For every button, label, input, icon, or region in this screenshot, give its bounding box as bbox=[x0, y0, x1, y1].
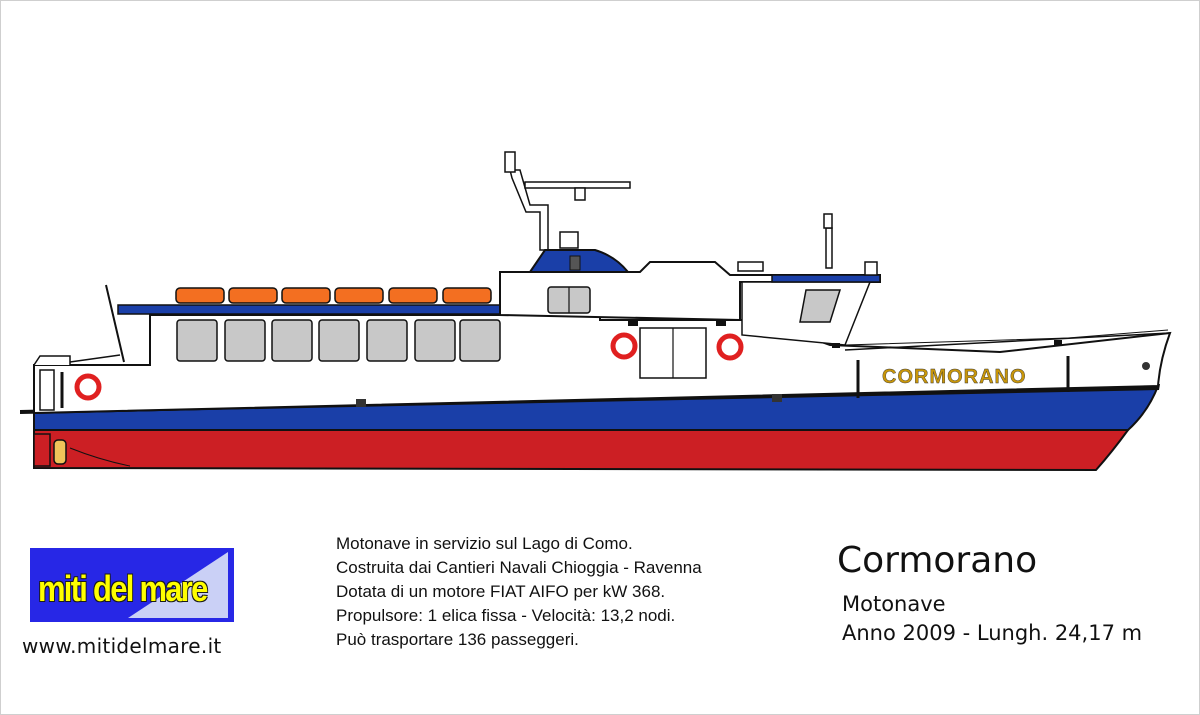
description-line: Costruita dai Cantieri Navali Chioggia -… bbox=[336, 558, 702, 577]
ship-description: Motonave in servizio sul Lago di Como. C… bbox=[336, 532, 702, 652]
description-line: Motonave in servizio sul Lago di Como. bbox=[336, 534, 633, 553]
logo-sail-shape bbox=[128, 552, 228, 618]
life-rings bbox=[74, 332, 744, 401]
hull-name: CORMORANO bbox=[882, 366, 1027, 388]
stern-box bbox=[33, 433, 51, 467]
fore-mast bbox=[825, 227, 833, 269]
description-line: Dotata di un motore FIAT AIFO per kW 368… bbox=[336, 582, 666, 601]
upper-deck-roof bbox=[117, 304, 527, 315]
description-line: Può trasportare 136 passeggeri. bbox=[336, 630, 579, 649]
rudder bbox=[53, 439, 67, 465]
website-url: www.mitidelmare.it bbox=[22, 634, 222, 658]
passenger-windows bbox=[176, 319, 501, 362]
logo-text: miti del mare bbox=[38, 568, 208, 609]
ship-drawing: CORMORANO bbox=[20, 151, 1172, 472]
ship-specs: Anno 2009 - Lungh. 24,17 m bbox=[842, 621, 1143, 645]
ship-name: Cormorano bbox=[837, 540, 1038, 581]
description-line: Propulsore: 1 elica fissa - Velocità: 13… bbox=[336, 606, 676, 625]
bow-rail bbox=[844, 332, 1171, 351]
hull-red bbox=[33, 429, 1130, 472]
ship-type: Motonave bbox=[842, 592, 946, 616]
logo: miti del mare bbox=[30, 548, 234, 622]
flag-pole bbox=[105, 284, 125, 363]
liferafts bbox=[175, 287, 492, 304]
aft-deck bbox=[33, 355, 71, 366]
